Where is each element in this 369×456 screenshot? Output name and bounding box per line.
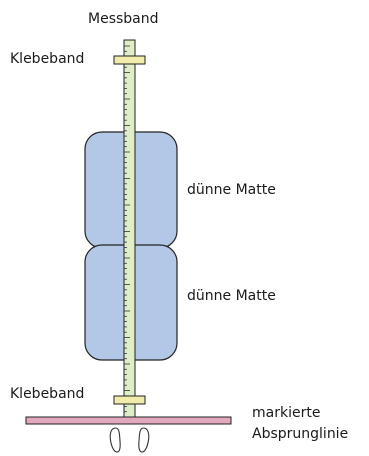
thin-mat-upper-label: dünne Matte xyxy=(187,182,276,198)
adhesive-tape-top xyxy=(113,55,146,65)
adhesive-tape-bottom-label: Klebeband xyxy=(10,386,85,402)
adhesive-tape-top-label: Klebeband xyxy=(10,51,85,67)
takeoff-line-label-line2: Absprunglinie xyxy=(252,426,349,442)
takeoff-line-label-line1: markierte xyxy=(252,405,321,421)
takeoff-line xyxy=(25,416,232,425)
tape-measure-label: Messband xyxy=(88,11,159,27)
tape-measure xyxy=(123,39,136,425)
footprints-icon xyxy=(109,427,150,453)
adhesive-tape-bottom xyxy=(113,395,146,405)
thin-mat-lower-label: dünne Matte xyxy=(187,288,276,304)
